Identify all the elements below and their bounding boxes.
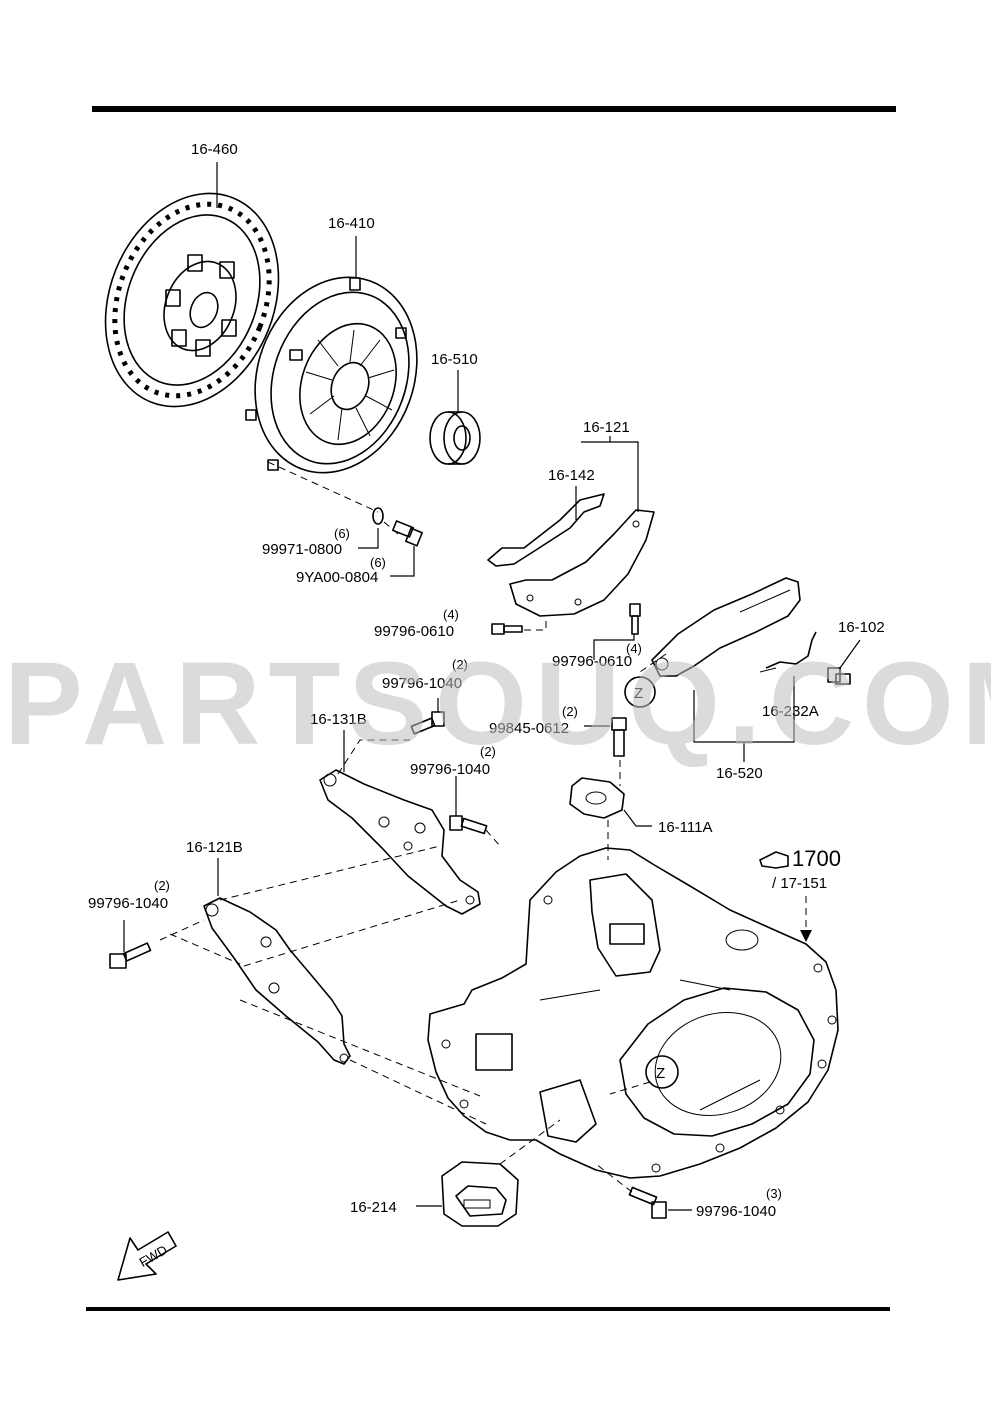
qty-99796-1040-d: (3) <box>766 1186 782 1201</box>
label-99796-1040-a: 99796-1040 <box>382 675 462 692</box>
label-16-460: 16-460 <box>191 141 238 158</box>
bolt-1040-c-part[interactable] <box>109 942 152 969</box>
label-99971-0800: 99971-0800 <box>262 541 342 558</box>
label-16-111A: 16-111A <box>658 819 713 836</box>
cover-bolt-part[interactable] <box>391 520 423 547</box>
zone-z-marker-2 <box>645 1055 679 1089</box>
transmission-case-part[interactable] <box>427 847 839 1179</box>
bolt-1040-b-part[interactable] <box>449 815 488 835</box>
label-99796-0610-left: 99796-0610 <box>374 623 454 640</box>
qty-99796-0610-left: (4) <box>443 607 459 622</box>
qty-99796-1040-a: (2) <box>452 657 468 672</box>
qty-99796-0610-right: (4) <box>626 641 642 656</box>
label-16-121B: 16-121B <box>186 839 243 856</box>
label-16-232A: 16-232A <box>762 703 819 720</box>
label-16-214: 16-214 <box>350 1199 397 1216</box>
bolt-0612-part[interactable] <box>611 717 627 757</box>
qty-99796-1040-b: (2) <box>480 744 496 759</box>
qty-99971-0800: (6) <box>334 526 350 541</box>
bolt-0610-left-part[interactable] <box>491 623 523 635</box>
clutch-disc-part[interactable] <box>75 167 309 432</box>
label-99796-0610-right: 99796-0610 <box>552 653 632 670</box>
label-9YA00-0804: 9YA00-0804 <box>296 569 378 586</box>
label-99796-1040-b: 99796-1040 <box>410 761 490 778</box>
release-bearing-part[interactable] <box>429 411 481 465</box>
hand-pointer-icon <box>759 851 789 869</box>
partsouq-watermark: PARTSOUQ.COM <box>4 638 991 770</box>
fwd-arrow-icon <box>117 1231 177 1281</box>
ref-17-151: / 17-151 <box>772 875 827 892</box>
label-16-102: 16-102 <box>838 619 885 636</box>
plate-16-121-part[interactable] <box>509 509 655 617</box>
mount-16-214-part[interactable] <box>441 1161 519 1227</box>
label-16-520: 16-520 <box>716 765 763 782</box>
cover-16-111A-part[interactable] <box>569 777 625 819</box>
clutch-cover-part[interactable] <box>229 254 444 495</box>
label-16-121: 16-121 <box>583 419 630 436</box>
qty-99845-0612: (2) <box>562 704 578 719</box>
label-16-131B: 16-131B <box>310 711 367 728</box>
bolt-0610-right-part[interactable] <box>629 603 641 635</box>
label-16-510: 16-510 <box>431 351 478 368</box>
bottom-border-line <box>86 1307 890 1311</box>
spring-part[interactable] <box>759 631 817 673</box>
qty-99796-1040-c: (2) <box>154 878 170 893</box>
bolt-1040-d-part[interactable] <box>628 1186 667 1219</box>
label-16-142: 16-142 <box>548 467 595 484</box>
bracket-16-131B-part[interactable] <box>319 769 481 915</box>
label-99796-1040-c: 99796-1040 <box>88 895 168 912</box>
qty-9YA00-0804: (6) <box>370 555 386 570</box>
label-99845-0612: 99845-0612 <box>489 720 569 737</box>
zone-z-marker-1 <box>624 676 656 708</box>
plate-16-142-part[interactable] <box>487 493 605 567</box>
zone-z-label-2: Z <box>656 1065 665 1082</box>
pivot-part[interactable] <box>827 667 851 685</box>
label-99796-1040-d: 99796-1040 <box>696 1203 776 1220</box>
top-border-line <box>92 106 896 112</box>
zone-z-label-1: Z <box>634 685 643 702</box>
fwd-label: FWD <box>137 1242 170 1270</box>
ref-1700: 1700 <box>792 846 841 871</box>
label-16-410: 16-410 <box>328 215 375 232</box>
release-fork-part[interactable] <box>651 577 801 677</box>
washer-part[interactable] <box>372 507 384 525</box>
bracket-16-121B-part[interactable] <box>203 897 351 1065</box>
